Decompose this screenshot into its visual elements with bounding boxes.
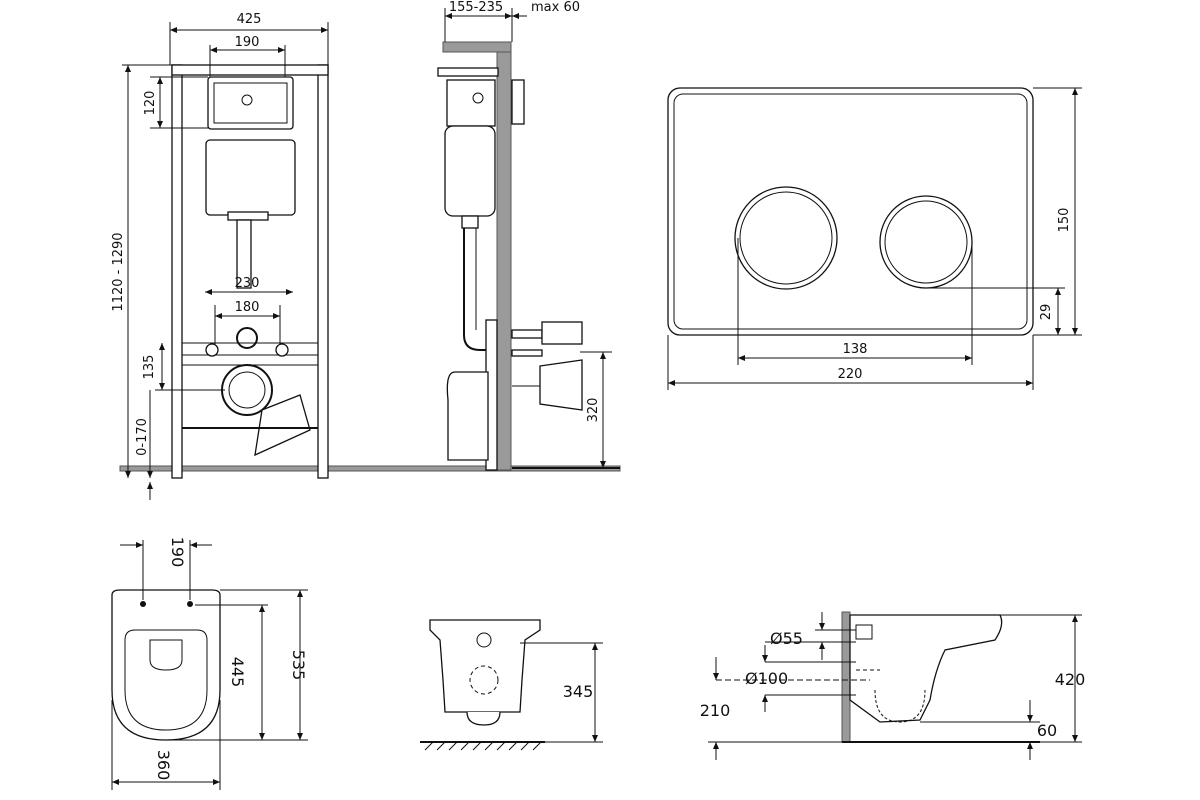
flush-plate: 150 29 138 220 — [667, 87, 1082, 390]
plate-outline — [667, 87, 1034, 336]
right-post — [317, 64, 329, 479]
dim-drain-axis: 320 — [586, 398, 601, 423]
dim-mount-to-front: 445 — [228, 657, 247, 688]
dim-inlet-diameter: Ø55 — [770, 629, 803, 648]
flush-pipe-side — [463, 228, 490, 351]
wall — [496, 41, 512, 471]
dim-depth: 155-235 — [449, 0, 503, 15]
top-bracket — [437, 67, 499, 77]
toilet-outline-side — [849, 614, 1003, 723]
toilet-outline-top — [111, 589, 221, 741]
dim-button-opening: 190 — [235, 35, 260, 50]
frame-side-view: 155-235 max 60 320 — [437, 0, 620, 471]
dim-leg-adjust: 0-170 — [135, 418, 150, 456]
dim-outlet-diameter: Ø100 — [745, 669, 788, 688]
dim-wall-thickness: max 60 — [531, 0, 580, 15]
wall-side — [841, 611, 851, 743]
stud-right — [275, 343, 289, 357]
dim-total-height: 1120 - 1290 — [111, 232, 126, 311]
drain-elbow — [254, 394, 311, 457]
dim-button-spacing: 138 — [843, 342, 868, 357]
top-rail — [171, 64, 329, 76]
frame-front-view: 425 190 120 1120 - 1290 230 180 135 0-17… — [111, 12, 621, 500]
cistern — [205, 139, 296, 216]
dim-stud-inner: 180 — [235, 300, 260, 315]
dim-toilet-front-height: 345 — [563, 682, 594, 701]
left-post — [171, 64, 183, 479]
inlet-connector — [541, 321, 583, 345]
toilet-top-view: 190 535 445 360 — [111, 537, 308, 790]
flush-plate-side — [511, 79, 525, 125]
dim-toilet-side-height: 420 — [1055, 670, 1086, 689]
dim-drain-height: 135 — [142, 355, 157, 380]
service-box — [446, 79, 496, 127]
button-small — [879, 195, 973, 289]
stud-left — [205, 343, 219, 357]
dim-stud-outer: 230 — [235, 276, 260, 291]
dim-button-height: 120 — [143, 91, 158, 116]
stud — [511, 349, 543, 357]
flush-pipe — [236, 219, 252, 289]
dim-toilet-length: 535 — [289, 650, 308, 681]
dim-floor-gap: 60 — [1037, 721, 1057, 740]
dim-outlet-height: 210 — [700, 701, 731, 720]
toilet-front-view: 345 — [420, 619, 603, 751]
cistern-side — [444, 125, 496, 217]
dim-mount-spacing: 190 — [168, 537, 187, 568]
dim-plate-width: 220 — [838, 367, 863, 382]
dim-toilet-width: 360 — [154, 750, 173, 781]
mount-bracket — [181, 342, 319, 356]
drain-elbow-side — [446, 371, 489, 461]
dim-plate-height: 150 — [1057, 208, 1072, 233]
dim-frame-width: 425 — [237, 12, 262, 27]
drain-connector — [539, 359, 583, 411]
toilet-side-view: Ø55 Ø100 210 420 60 — [700, 611, 1086, 760]
dim-button-offset: 29 — [1039, 304, 1054, 321]
inlet-fitting — [236, 327, 258, 349]
button-large — [734, 186, 838, 290]
